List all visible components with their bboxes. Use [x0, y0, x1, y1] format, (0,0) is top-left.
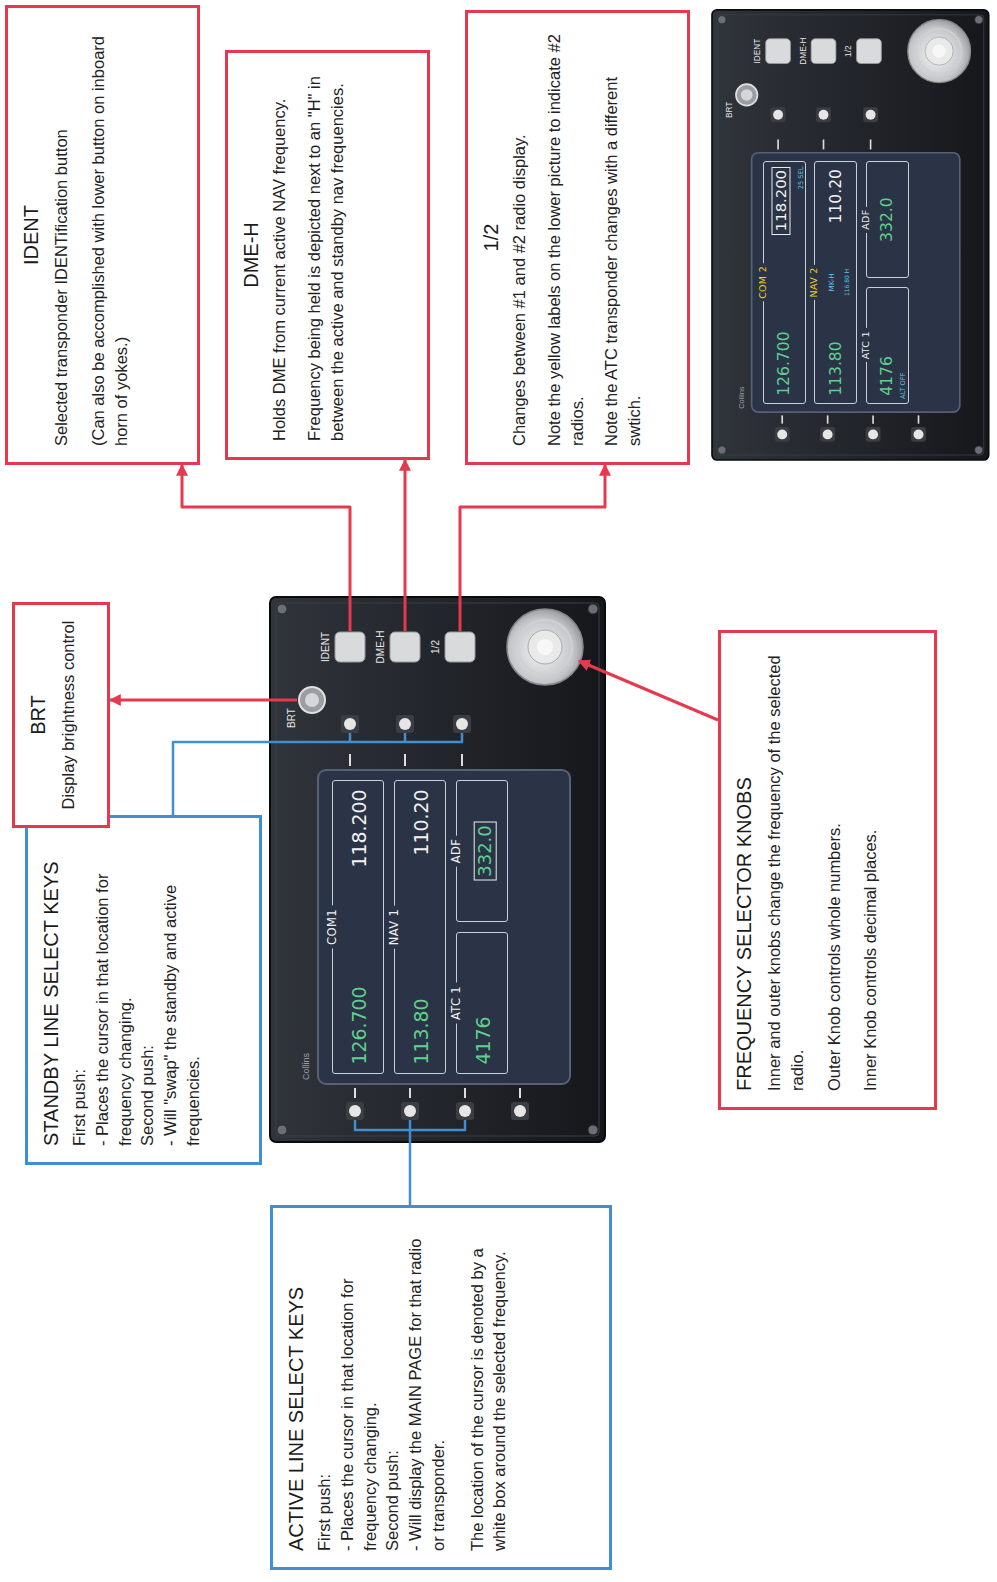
radio-readout-box: NAV 2113.80MK-H110.20116.80 H	[814, 161, 857, 404]
radio-name: COM1	[326, 906, 339, 949]
active-frequency: 126.700	[349, 987, 370, 1065]
callout-text: Second push:	[381, 1224, 404, 1551]
callout-arrow	[404, 460, 407, 631]
callout-text: (Can also be accomplished with lower but…	[87, 24, 133, 446]
callout-text: - Places the cursor in that location for…	[91, 834, 137, 1146]
active-frequency: 126.700	[777, 331, 794, 395]
hold-tag: MK-H	[828, 273, 836, 291]
callout-title: STANDBY LINE SELECT KEYS	[38, 834, 64, 1146]
frequency-readout: 332.0	[879, 197, 896, 242]
callout-box: BRT Display brightness control	[12, 602, 110, 829]
main-radio-panel	[270, 597, 605, 1142]
radio-name: ADF	[861, 207, 871, 233]
cursor-frequency: 118.200	[773, 170, 790, 231]
control-label: BRT	[726, 102, 734, 118]
key-bracket	[409, 1120, 412, 1205]
callout-text: Changes between #1 and #2 radio display.	[508, 29, 531, 446]
callout-text: Selected transponder IDENTification butt…	[50, 24, 73, 446]
callout-text: Inner and outer knobs change the frequen…	[763, 649, 809, 1091]
standby-frequency: 118.200	[349, 789, 370, 867]
control-label: DME-H	[800, 38, 808, 65]
radio-readout-box: COM1126.700118.200	[332, 780, 384, 1074]
maker-logo: Collins	[302, 1053, 311, 1080]
control-label: 1/2	[431, 640, 441, 654]
callout-text: - Will display the MAIN PAGE for that ra…	[404, 1224, 450, 1551]
callout-text: First push:	[68, 834, 91, 1146]
callout-title: BRT	[25, 621, 51, 810]
radio-name: NAV 1	[388, 905, 401, 948]
callout-text: - Will "swap" the standby and active fre…	[159, 834, 205, 1146]
callout-text: Display brightness control	[57, 621, 80, 810]
altitude-mode: ALT OFF	[900, 373, 907, 399]
cursor-box: 118.200	[772, 167, 791, 235]
active-frequency: 4176	[473, 1017, 494, 1065]
selector-tag: 25 SEL	[798, 167, 805, 190]
callout-text: Note the ATC transponder changes with a …	[600, 29, 646, 446]
radio-name: COM 2	[758, 263, 768, 302]
active-frequency: 113.80	[411, 999, 432, 1065]
held-frequency: 116.80 H	[843, 269, 850, 296]
control-label: DME-H	[376, 631, 386, 664]
callout-arrow	[579, 661, 718, 720]
active-frequency: 113.80	[828, 341, 845, 396]
callout-arrow	[110, 699, 297, 702]
standby-frequency: 110.20	[411, 789, 432, 855]
callout-box: FREQUENCY SELECTOR KNOBSInner and outer …	[718, 630, 937, 1110]
callout-box: ACTIVE LINE SELECT KEYSFirst push:- Plac…	[270, 1205, 612, 1570]
callout-text: Frequency being held is depicted next to…	[303, 69, 349, 441]
callout-box: IDENT Selected transponder IDENTification…	[5, 5, 200, 465]
standby-frequency: 110.20	[828, 169, 845, 224]
callout-text: - Places the cursor in that location for…	[336, 1224, 382, 1551]
radio-name: ATC 1	[861, 328, 871, 362]
callout-box: 1/2Changes between #1 and #2 radio displ…	[465, 10, 690, 465]
key-bracket	[173, 742, 350, 815]
cursor-frequency: 332.0	[475, 825, 496, 876]
control-label: 1/2	[845, 45, 853, 56]
callout-title: DME-H	[238, 69, 264, 441]
radio-name: ATC 1	[450, 982, 463, 1023]
callout-arrow	[460, 465, 605, 631]
radio-readout-box: COM 2126.70025 SEL118.200	[763, 161, 806, 404]
radio-readout-box: NAV 1113.80110.20	[394, 780, 446, 1074]
callout-title: 1/2	[478, 29, 504, 446]
active-frequency: 4176	[879, 356, 896, 396]
callout-text: Second push:	[136, 834, 159, 1146]
callout-text: Outer Knob controls whole numbers.	[823, 649, 846, 1091]
callout-text: The location of the cursor is denoted by…	[466, 1224, 512, 1551]
radio-readout-box: ATC 14176ALT OFF	[866, 287, 909, 404]
callout-title: FREQUENCY SELECTOR KNOBS	[731, 649, 757, 1091]
callout-box: DME-HHolds DME from current active NAV f…	[225, 50, 430, 460]
control-label: IDENT	[754, 39, 762, 64]
callout-title: ACTIVE LINE SELECT KEYS	[283, 1224, 309, 1551]
maker-logo: Collins	[738, 387, 745, 409]
radio-name: NAV 2	[809, 265, 819, 301]
second-radio-panel	[712, 10, 989, 460]
callout-text: Inner Knob controls decimal places.	[859, 649, 882, 1091]
radio-readout-box: ATC 14176	[456, 932, 508, 1074]
control-label: BRT	[287, 708, 297, 728]
callout-text: Holds DME from current active NAV freque…	[268, 69, 291, 441]
radio-readout-box: ADF332.0	[456, 780, 508, 922]
key-bracket	[404, 733, 407, 742]
callout-text: First push:	[313, 1224, 336, 1551]
callout-arrow	[182, 465, 350, 631]
callout-title: IDENT	[18, 24, 44, 446]
callout-text: Note the yellow labels on the lower pict…	[543, 29, 589, 446]
cursor-box: 332.0	[474, 821, 497, 880]
control-label: IDENT	[321, 632, 331, 662]
radio-name: ADF	[450, 835, 463, 866]
radio-readout-box: ADF332.0	[866, 161, 909, 278]
callout-box: STANDBY LINE SELECT KEYSFirst push:- Pla…	[25, 815, 262, 1165]
key-bracket	[350, 733, 462, 742]
